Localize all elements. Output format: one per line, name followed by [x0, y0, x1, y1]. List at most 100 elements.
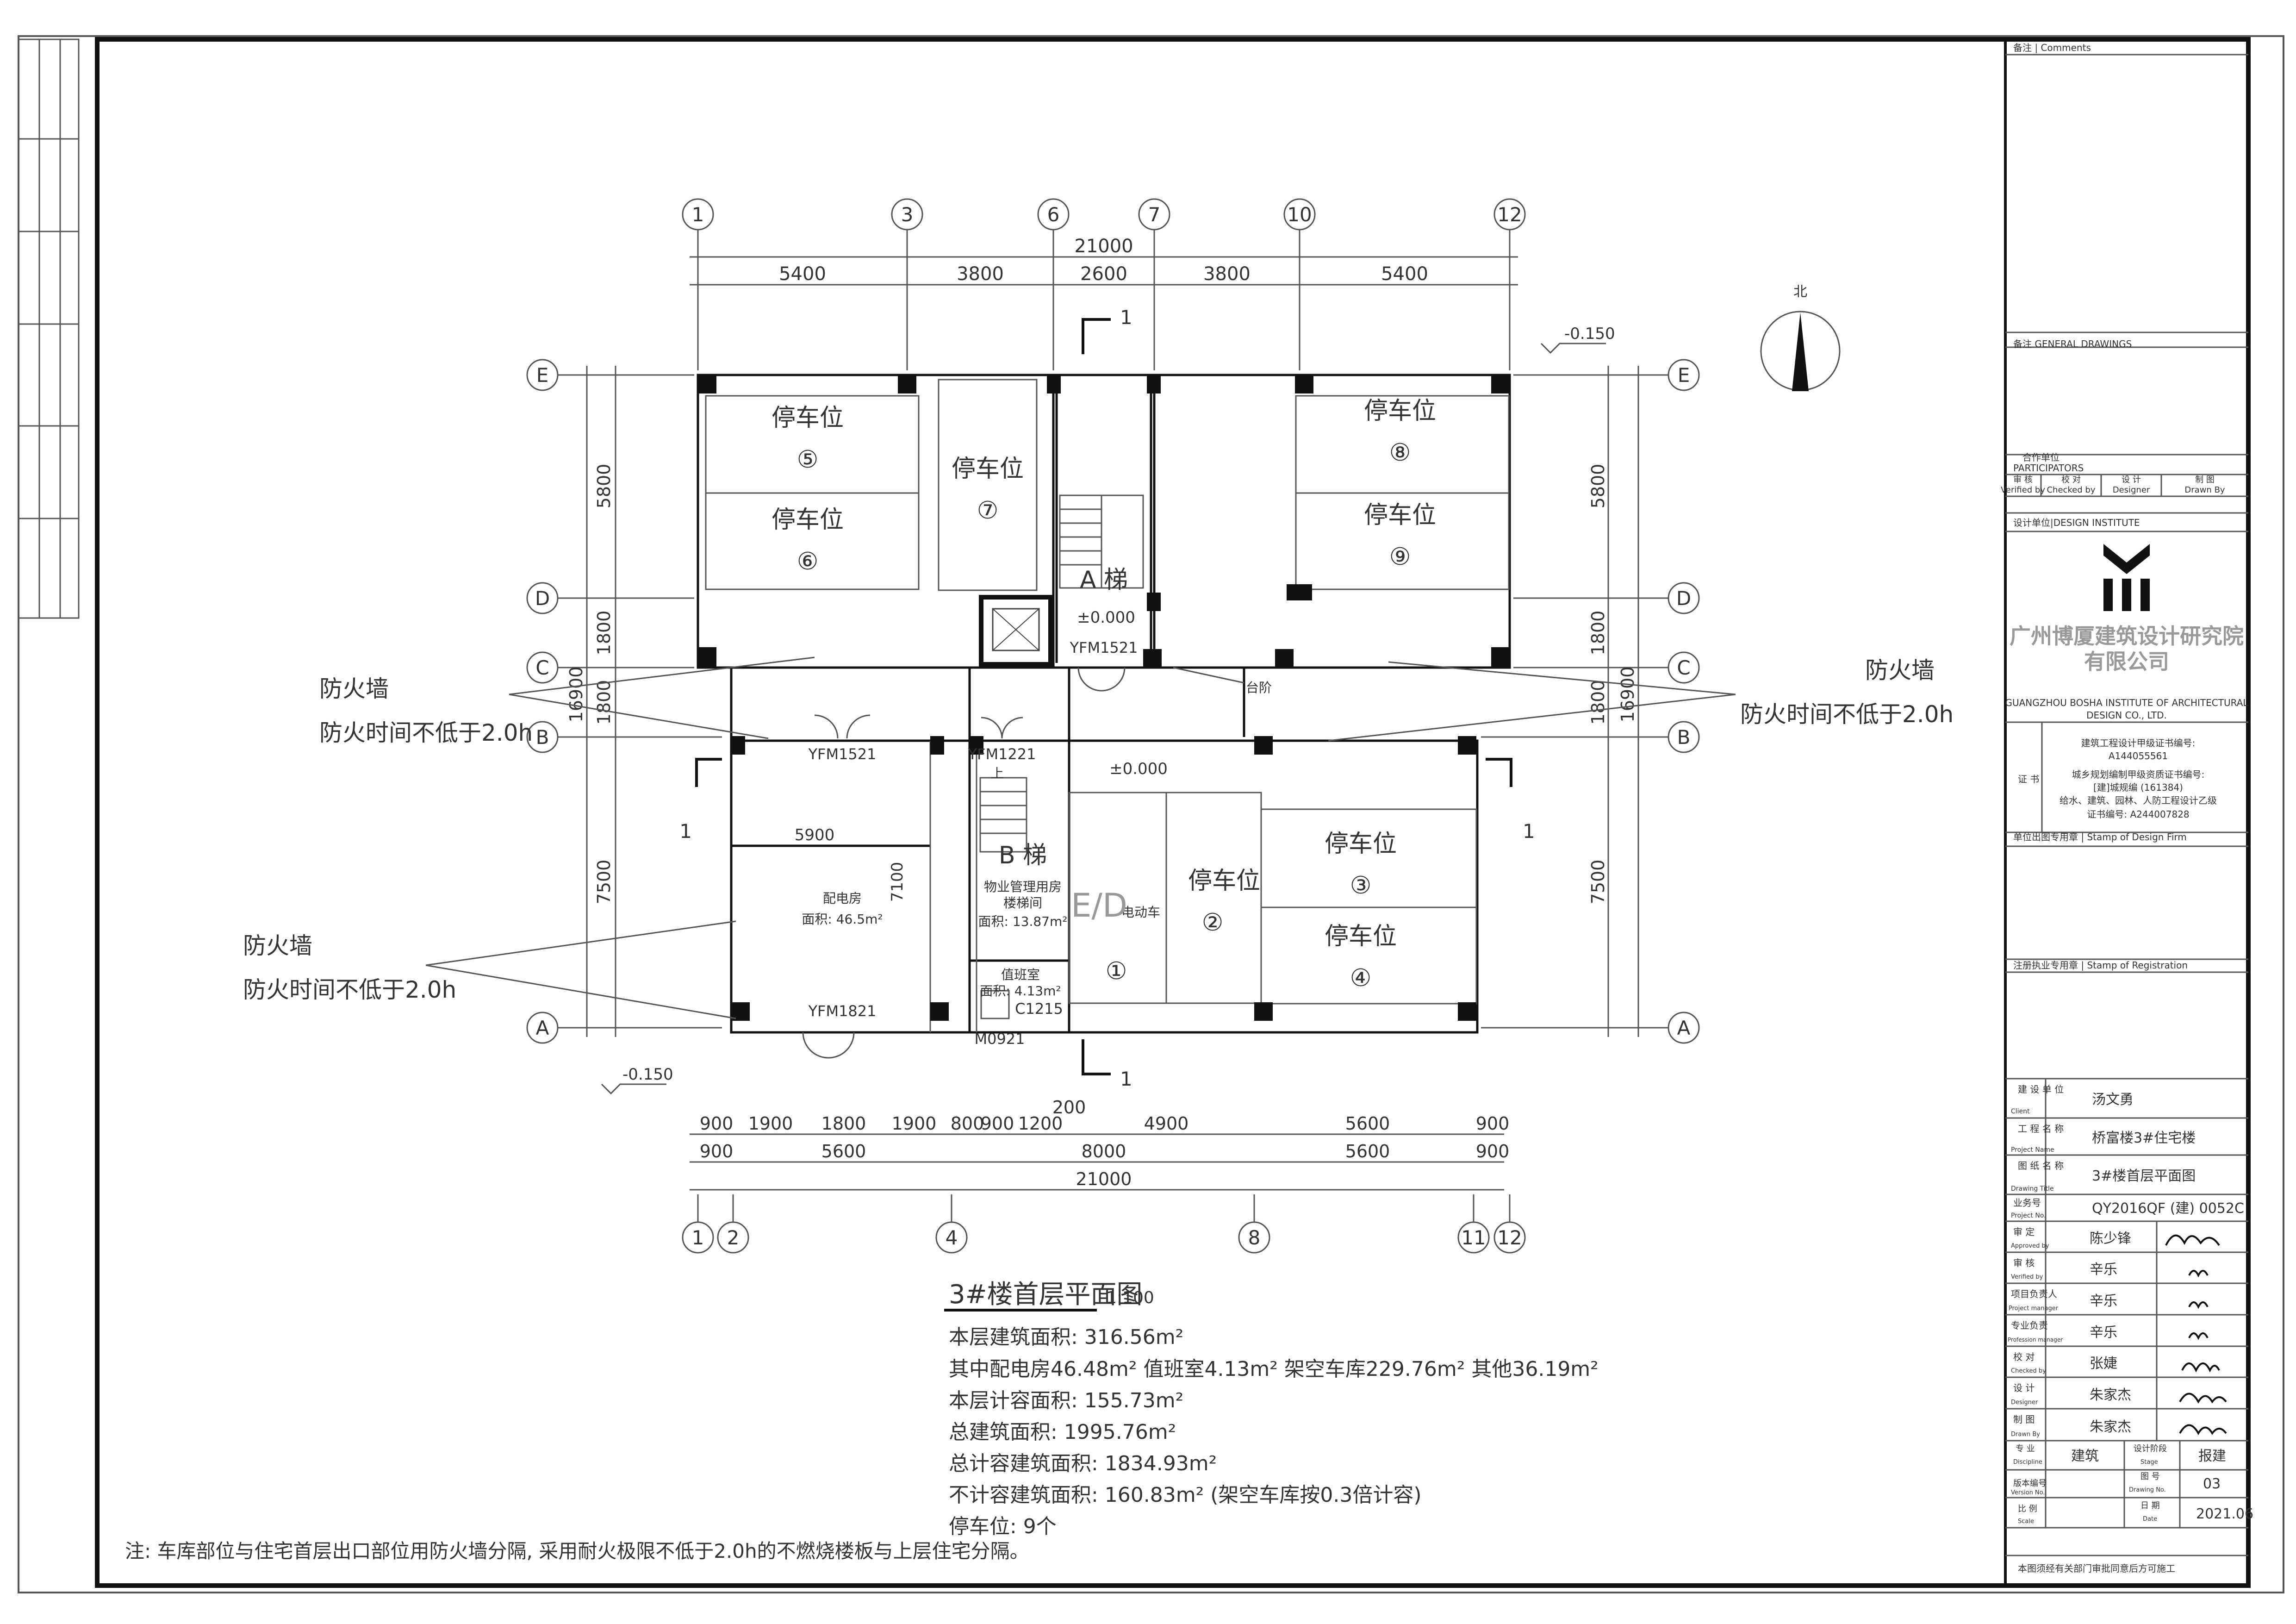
firewall-leaders [425, 656, 1736, 1019]
grid-right-A: A [1677, 1017, 1691, 1039]
tb-row-key: 建 设 单 位 [2018, 1084, 2064, 1095]
stat-line: 本层计容面积: 155.73m² [949, 1389, 1183, 1412]
dim-bottom-seg: 1900 [892, 1113, 937, 1134]
tb-discipline-k: 专 业 [2016, 1444, 2035, 1454]
dim-bottom-seg: 4900 [1144, 1113, 1189, 1134]
tb-person-key: 制 图 [2013, 1414, 2035, 1425]
stat-line: 总计容建筑面积: 1834.93m² [949, 1452, 1217, 1475]
section-marks [695, 318, 1512, 1075]
tb-role-head: 审 核 [2013, 475, 2033, 485]
window-c1215: C1215 [1015, 1000, 1063, 1018]
grid-left-E: E [536, 364, 549, 387]
tb-person-key: 校 对 [2013, 1351, 2035, 1362]
tb-person-key-en: Checked by [2011, 1368, 2046, 1374]
power-room-depth: 7100 [888, 862, 907, 902]
firewall-title-3: 防火墙 [1865, 657, 1935, 684]
dim-top-seg: 3800 [957, 263, 1004, 285]
cert-line: 给水、建筑、园林、人防工程设计乙级 [2060, 795, 2217, 806]
dim-bottom-seg: 1200 [1018, 1113, 1063, 1134]
stat-line: 不计容建筑面积: 160.83m² (架空车库按0.3倍计容) [949, 1483, 1422, 1507]
grid-top-10: 10 [1287, 203, 1312, 226]
tb-version-k: 版本编号 [2013, 1479, 2047, 1488]
tb-person-key: 项目负责人 [2011, 1288, 2057, 1299]
tb-scale-k-en: Scale [2018, 1518, 2034, 1525]
level-marker-top [1540, 343, 1606, 354]
dim-bottom-seg2: 5600 [821, 1141, 866, 1162]
grid-right-D: D [1676, 587, 1691, 610]
titleblock-lines [2005, 54, 2248, 1556]
side-axis-bubbles [526, 359, 1700, 1044]
grid-left-A: A [536, 1017, 549, 1039]
tb-comments: 备注 | Comments [2013, 42, 2091, 53]
tb-person-key: 设 计 [2013, 1382, 2035, 1393]
grid-bottom-8: 8 [1248, 1226, 1261, 1249]
dim-right-seg: 5800 [1588, 464, 1608, 509]
company-name-en: GUANGZHOU BOSHA INSTITUTE OF ARCHITECTUR… [2005, 697, 2248, 708]
stair-a-label: A 梯 [1080, 566, 1128, 594]
top-axis-bubbles [682, 198, 1526, 370]
signatures [2165, 1234, 2227, 1435]
tb-person-key: 专业负责 [2011, 1320, 2048, 1331]
tb-person-key: 审 核 [2013, 1257, 2035, 1268]
tb-role-head: 设 计 [2122, 475, 2141, 485]
dim-bottom-seg2: 900 [700, 1141, 734, 1162]
parking-label: 停车位 [1364, 397, 1436, 425]
grid-right-C: C [1677, 656, 1690, 679]
stair-a [1059, 494, 1144, 589]
tb-date-k-en: Date [2143, 1516, 2157, 1523]
grid-top-12: 12 [1497, 203, 1522, 226]
tb-person-name: 辛乐 [2090, 1293, 2117, 1309]
tb-role-head: 校 对 [2061, 475, 2081, 485]
bottom-axis-bubbles [682, 1221, 1526, 1254]
parking-label: 停车位 [1364, 501, 1436, 529]
dim-top-seg: 3800 [1203, 263, 1251, 285]
stat-line: 总建筑面积: 1995.76m² [949, 1420, 1176, 1444]
parking-label: 停车位 [772, 404, 844, 432]
floor-level-a: ±0.000 [1077, 608, 1135, 627]
drawing-title: 3#楼首层平面图 [949, 1280, 1143, 1310]
section-mark-left: 1 [679, 820, 692, 843]
grid-bottom-1: 1 [692, 1226, 704, 1249]
cert-line: 城乡规划编制甲级资质证书编号: [2072, 769, 2205, 780]
parking-label: 停车位 [772, 506, 844, 534]
stage-value: 报建 [2198, 1448, 2226, 1464]
discipline-value: 建筑 [2071, 1448, 2099, 1464]
dim-top-seg: 2600 [1080, 263, 1127, 285]
tb-row-key-en: Project Name [2011, 1146, 2054, 1154]
company-name-cn: 广州博厦建筑设计研究院 [2010, 624, 2244, 649]
duty-room-area: 面积: 4.13m² [980, 983, 1061, 999]
dim-right-seg: 7500 [1588, 860, 1608, 905]
tb-role-head-en: Verified by [2001, 485, 2045, 495]
mgmt-room-label-2: 楼梯间 [1003, 895, 1042, 911]
tb-stamp-reg: 注册执业专用章 | Stamp of Registration [2013, 960, 2188, 971]
floor-level-b: ±0.000 [1109, 760, 1168, 778]
door-yfm1221: YFM1221 [968, 745, 1036, 763]
duty-room-label: 值班室 [1001, 967, 1040, 982]
inner-frame [95, 37, 2251, 1588]
dim-bottom-seg: 1800 [821, 1113, 866, 1134]
tb-person-name: 张婕 [2090, 1355, 2117, 1372]
dim-right-total: 16900 [1618, 667, 1638, 723]
grid-left-C: C [535, 656, 549, 679]
dim-top-total: 21000 [1074, 236, 1133, 257]
dim-top-seg: 5400 [1381, 263, 1428, 285]
tb-drawing-no-k: 图 号 [2140, 1472, 2160, 1481]
stair-b-label: B 梯 [999, 842, 1047, 869]
tb-general: 备注 GENERAL DRAWINGS [2013, 338, 2132, 350]
door-yfm1821: YFM1821 [808, 1002, 877, 1020]
drawing-no-value: 03 [2203, 1476, 2221, 1492]
tb-row-key: 工 程 名 称 [2018, 1123, 2064, 1134]
dim-left-seg: 1800 [594, 680, 614, 725]
general-note: 注: 车库部位与住宅首层出口部位用防火墙分隔, 采用耐火极限不低于2.0h的不燃… [125, 1540, 1029, 1562]
mgmt-room-area: 面积: 13.87m² [978, 914, 1068, 929]
dim-top-seg: 5400 [779, 263, 826, 285]
north-arrow [1760, 311, 1841, 391]
grid-top-7: 7 [1148, 203, 1161, 226]
ev-label: 电动车 [1121, 905, 1160, 920]
top-dimension-lines [690, 256, 1518, 286]
tb-role-head-en: Drawn By [2184, 485, 2225, 495]
grid-bottom-2: 2 [727, 1226, 740, 1249]
dim-bottom-seg: 900 [700, 1113, 734, 1134]
ev-symbol: E/D [1071, 887, 1127, 924]
level-marker-bottom [601, 1083, 666, 1095]
